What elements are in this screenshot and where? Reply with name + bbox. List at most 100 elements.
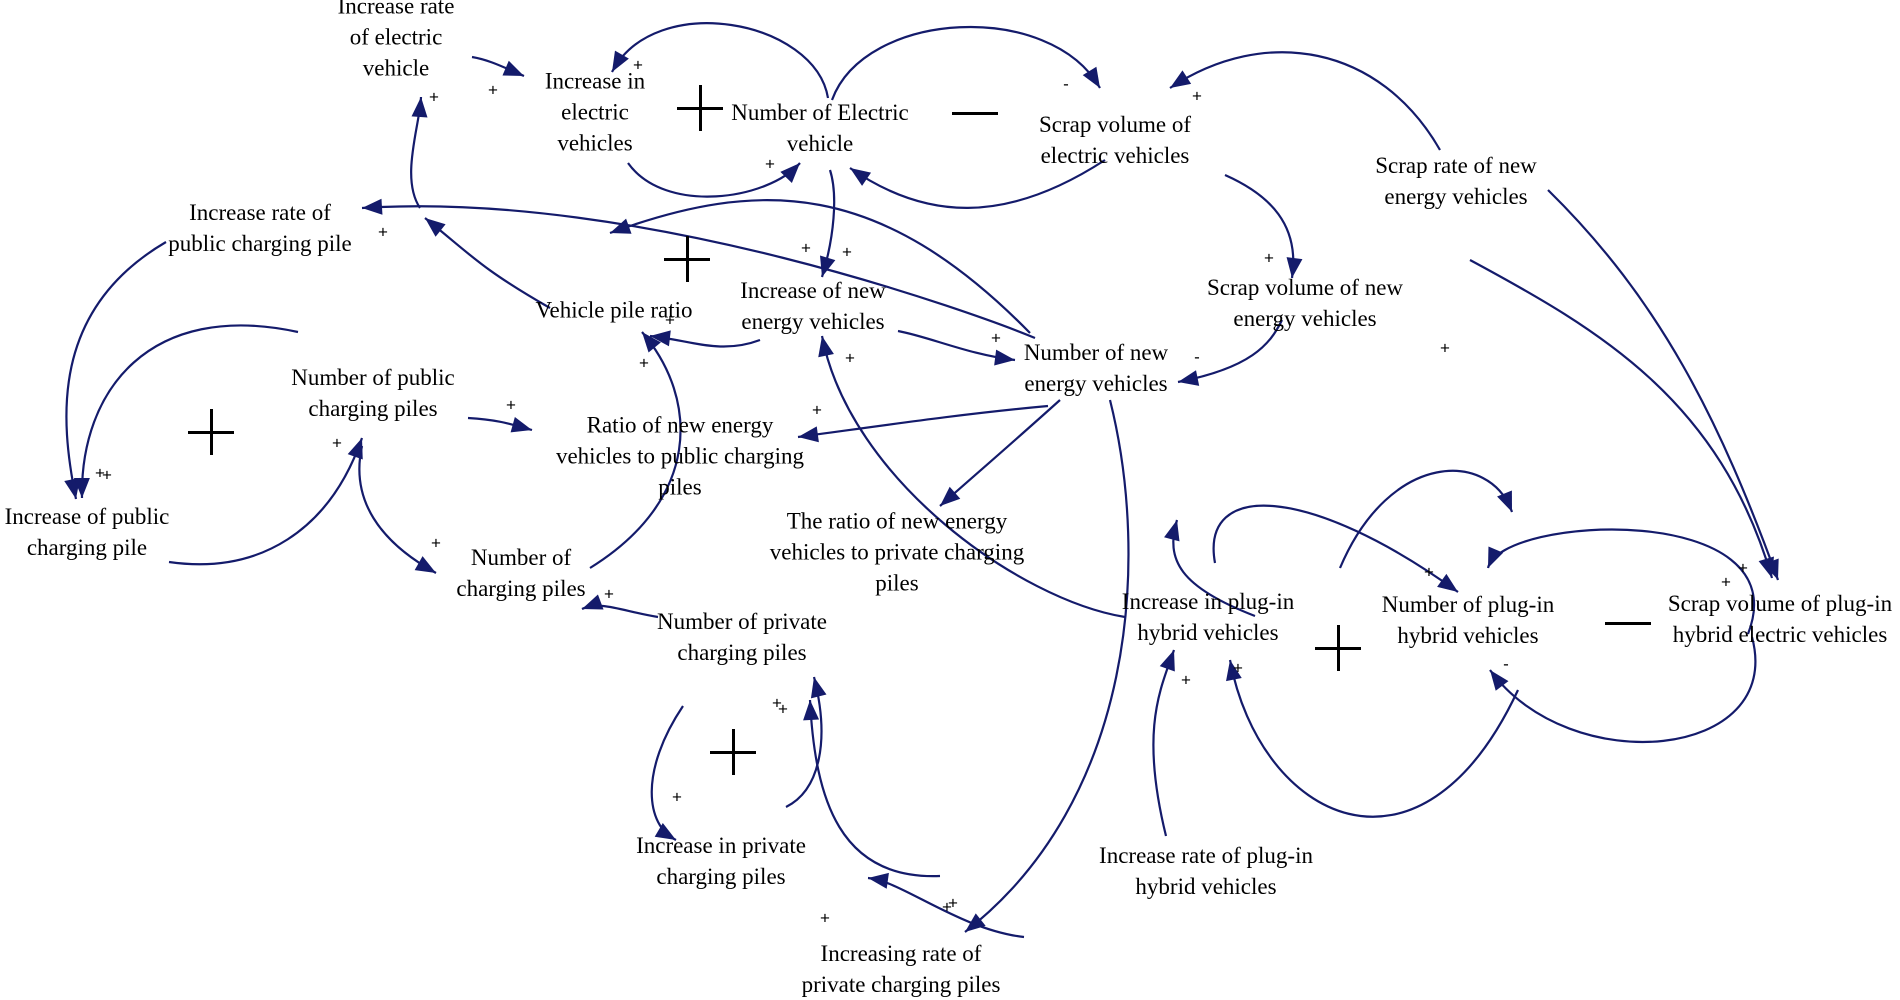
causal-link-curve bbox=[797, 404, 1049, 439]
causal-link-curve bbox=[168, 437, 364, 566]
causal-link-curve bbox=[1486, 528, 1756, 635]
polarity-mark: + bbox=[431, 533, 441, 553]
causal-link-curve bbox=[361, 205, 1036, 340]
causal-link-curve bbox=[1489, 636, 1757, 744]
polarity-mark: + bbox=[332, 433, 342, 453]
causal-link-curve bbox=[1152, 649, 1176, 837]
causal-link-curve bbox=[849, 159, 1106, 209]
arrowhead bbox=[798, 426, 819, 443]
node-number-of-public-charging-piles: Number of public charging piles bbox=[291, 365, 455, 421]
polarity-mark: + bbox=[1721, 572, 1731, 592]
node-scrap-volume-electric-vehicles: Scrap volume of electric vehicles bbox=[1038, 112, 1192, 168]
polarity-mark: - bbox=[1503, 654, 1509, 674]
polarity-mark: + bbox=[948, 893, 958, 913]
polarity-mark: - bbox=[1194, 347, 1200, 367]
arrowhead bbox=[850, 168, 872, 186]
loop-marker-phev-balancing bbox=[1605, 600, 1651, 646]
polarity-mark: + bbox=[1424, 562, 1434, 582]
polarity-mark: + bbox=[378, 222, 388, 242]
arrowhead bbox=[1488, 546, 1504, 568]
polarity-mark: + bbox=[672, 787, 682, 807]
polarity-mark: + bbox=[1181, 670, 1191, 690]
node-scrap-volume-plug-in-hybrid-vehicles: Scrap volume of plug-in hybrid electric … bbox=[1667, 591, 1893, 647]
polarity-mark: + bbox=[801, 238, 811, 258]
polarity-mark: + bbox=[991, 328, 1001, 348]
polarity-mark: + bbox=[488, 80, 498, 100]
arrowhead bbox=[820, 255, 836, 277]
polarity-mark: + bbox=[1440, 338, 1450, 358]
causal-link-curve bbox=[358, 445, 437, 574]
arrowhead bbox=[1497, 490, 1512, 512]
polarity-mark: + bbox=[604, 584, 614, 604]
causal-link-curve bbox=[1169, 51, 1441, 151]
arrowhead bbox=[994, 349, 1015, 366]
loop-marker-public-reinforcing bbox=[188, 409, 234, 455]
polarity-mark: + bbox=[812, 400, 822, 420]
causal-link-curve bbox=[80, 324, 299, 499]
causal-link-curve bbox=[1212, 504, 1459, 593]
causal-link-curve bbox=[650, 705, 684, 841]
arrowhead bbox=[654, 822, 676, 840]
polarity-mark: + bbox=[95, 463, 105, 483]
node-scrap-rate-new-energy-vehicles: Scrap rate of new energy vehicles bbox=[1375, 153, 1537, 209]
node-ratio-nev-to-public-charging-piles: Ratio of new energy vehicles to public c… bbox=[555, 412, 805, 500]
arrowhead bbox=[425, 218, 446, 237]
arrowhead bbox=[1178, 370, 1200, 386]
loop-marker-nev-reinforcing bbox=[664, 236, 710, 282]
node-ratio-nev-to-private-charging-piles: The ratio of new energy vehicles to priv… bbox=[769, 508, 1025, 596]
causal-link-curve bbox=[1547, 189, 1780, 581]
node-increase-rate-plug-in-hybrid-vehicles: Increase rate of plug-in hybrid vehicles bbox=[1099, 843, 1313, 899]
causal-link-curve bbox=[1228, 659, 1519, 818]
causal-link-curve bbox=[808, 699, 941, 878]
polarity-mark: + bbox=[506, 395, 516, 415]
causal-link-curve bbox=[65, 241, 167, 500]
causal-link-curve bbox=[785, 676, 823, 808]
causal-link-curve bbox=[589, 331, 682, 569]
polarity-mark: + bbox=[429, 87, 439, 107]
loop-marker-private-reinforcing bbox=[710, 729, 756, 775]
node-increase-in-electric-vehicles: Increase in electric vehicles bbox=[544, 68, 646, 156]
polarity-mark: + bbox=[1192, 86, 1202, 106]
node-increase-in-plug-in-hybrid-vehicles: Increase in plug-in hybrid vehicles bbox=[1121, 589, 1295, 645]
arrowhead bbox=[1226, 660, 1242, 682]
arrowhead bbox=[1164, 520, 1180, 542]
arrowhead bbox=[582, 594, 604, 610]
polarity-mark: + bbox=[942, 897, 952, 917]
polarity-mark: + bbox=[778, 699, 788, 719]
causal-link-curve bbox=[964, 399, 1130, 933]
causal-link-curve bbox=[1224, 173, 1295, 279]
arrowhead bbox=[502, 60, 524, 76]
arrowhead bbox=[73, 477, 90, 498]
node-increase-rate-electric-vehicle: Increase rate of electric vehicle bbox=[337, 0, 455, 81]
arrowhead bbox=[810, 677, 827, 699]
causal-link-curve bbox=[609, 199, 1031, 334]
node-number-of-plug-in-hybrid-vehicles: Number of plug-in hybrid vehicles bbox=[1381, 592, 1555, 648]
node-increase-of-new-energy-vehicles: Increase of new energy vehicles bbox=[740, 278, 886, 334]
causal-link-curve bbox=[1338, 469, 1514, 569]
polarity-mark: + bbox=[1738, 558, 1748, 578]
causal-link-curve bbox=[1469, 259, 1774, 579]
arrowhead bbox=[1170, 70, 1192, 88]
arrowhead bbox=[868, 872, 889, 889]
node-vehicle-pile-ratio: Vehicle pile ratio bbox=[535, 297, 693, 323]
node-number-of-electric-vehicle: Number of Electric vehicle bbox=[731, 100, 909, 156]
arrowhead bbox=[803, 700, 820, 721]
arrowhead bbox=[1490, 670, 1509, 691]
polarity-mark: + bbox=[842, 242, 852, 262]
node-increase-in-private-charging-piles: Increase in private charging piles bbox=[636, 833, 806, 889]
polarity-mark: + bbox=[1264, 248, 1274, 268]
polarity-mark: + bbox=[820, 908, 830, 928]
node-number-of-private-charging-piles: Number of private charging piles bbox=[657, 609, 827, 665]
causal-link-curve bbox=[611, 22, 830, 99]
polarity-mark: - bbox=[1063, 74, 1069, 94]
arrowhead bbox=[1763, 558, 1779, 580]
causal-link-curve bbox=[820, 335, 1126, 619]
arrowhead bbox=[818, 336, 834, 358]
node-number-of-charging-piles: Number of charging piles bbox=[456, 545, 586, 601]
node-scrap-volume-new-energy-vehicles: Scrap volume of new energy vehicles bbox=[1206, 275, 1404, 331]
arrowhead bbox=[510, 416, 532, 433]
arrowhead bbox=[780, 163, 800, 183]
arrowhead bbox=[650, 330, 671, 347]
arrowhead bbox=[1437, 573, 1458, 592]
